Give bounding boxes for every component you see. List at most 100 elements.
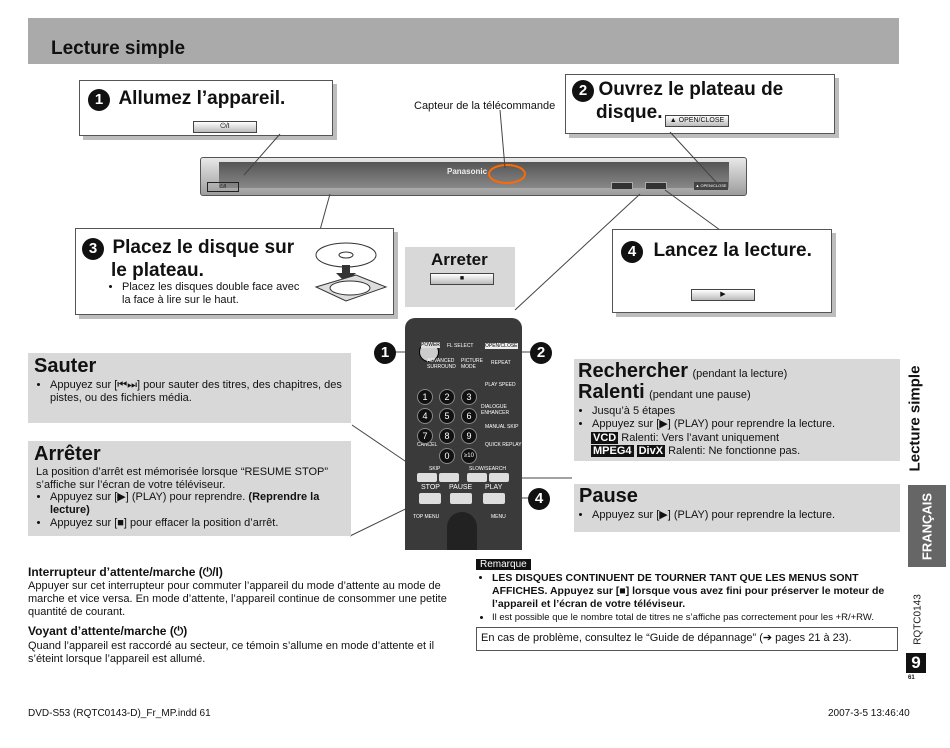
remote-label-quick-replay: QUICK REPLAY <box>485 442 522 448</box>
step2-title-line1: Ouvrez le plateau de <box>598 79 784 100</box>
sensor-label: Capteur de la télécommande <box>414 100 556 112</box>
remote-label-play: PLAY <box>485 484 503 491</box>
disc-tray-icon <box>314 242 388 302</box>
slow-rev-key <box>467 473 487 482</box>
remote-callout-1: 1 <box>374 342 396 364</box>
key-7: 7 <box>417 428 433 444</box>
vcd-text: Ralenti: Vers l’avant uniquement <box>621 432 780 444</box>
dvd-player: Panasonic ⏻/I ▲ OPEN/CLOSE <box>200 157 747 196</box>
power-switch: ⏻/I <box>207 182 239 192</box>
key-3: 3 <box>461 389 477 405</box>
remote-callout-2: 2 <box>530 342 552 364</box>
key-8: 8 <box>439 428 455 444</box>
step-number-1: 1 <box>88 88 110 111</box>
stop-key <box>419 493 441 504</box>
pause-key <box>450 493 472 504</box>
sauter-bullet: Appuyez sur [⏮⏭] pour sauter des titres,… <box>50 379 348 405</box>
step1-title: Allumez l’appareil. <box>118 88 286 109</box>
remote-label-cancel: CANCEL <box>417 442 438 448</box>
remote-label-top-menu: TOP MENU <box>413 514 440 520</box>
mpeg4-badge: MPEG4 <box>591 445 634 457</box>
open-close-button-illustration: ▲ OPEN/CLOSE <box>665 115 729 127</box>
footer-left: DVD-S53 (RQTC0143-D)_Fr_MP.indd 61 <box>28 708 211 719</box>
rechercher-title: Rechercher <box>578 360 689 382</box>
remote-label-stop: STOP <box>421 484 440 491</box>
ralenti-note: (pendant une pause) <box>649 389 751 401</box>
divx-badge: DivX <box>636 445 666 457</box>
step-number-3: 3 <box>82 237 104 260</box>
front-open-close-button: ▲ OPEN/CLOSE <box>694 182 728 190</box>
remote-label-menu: MENU <box>491 514 506 520</box>
remote-callout-4: 4 <box>528 488 550 510</box>
step3-title-line2: le plateau. <box>111 260 204 281</box>
remote-label-slow: SLOW/SEARCH <box>469 466 506 472</box>
remote-label-manual-skip: MANUAL SKIP <box>485 424 519 430</box>
nav-pad <box>447 512 477 550</box>
sauter-panel: Sauter Appuyez sur [⏮⏭] pour sauter des … <box>28 353 351 423</box>
arreter-panel: Arrêter La position d’arrêt est mémorisé… <box>28 441 351 536</box>
remote-label-picture-mode: PICTURE MODE <box>461 358 483 370</box>
page-title: Lecture simple <box>51 38 186 59</box>
remote-label-fl-select: FL SELECT <box>447 343 474 349</box>
display-window <box>219 162 729 188</box>
arreter-bullet1: Appuyez sur [▶] (PLAY) pour reprendre. <box>50 491 246 503</box>
step2-title-line2: disque. <box>596 102 663 123</box>
language-tab: FRANÇAIS <box>908 485 946 567</box>
key-4: 4 <box>417 408 433 424</box>
page-number-small: 61 <box>908 675 915 681</box>
play-button-illustration: ▶ <box>691 289 755 301</box>
arreter-text: La position d’arrêt est mémorisée lorsqu… <box>36 466 329 491</box>
key-2: 2 <box>439 389 455 405</box>
key-6: 6 <box>461 408 477 424</box>
voyant-text: Quand l’appareil est raccordé au secteur… <box>28 640 435 665</box>
remote-label-pause: PAUSE <box>449 484 473 491</box>
trouble-box: En cas de problème, consultez le “Guide … <box>476 627 898 651</box>
trouble-text: En cas de problème, consultez le “Guide … <box>481 632 852 644</box>
step2-box: 2 Ouvrez le plateau de disque. ▲ OPEN/CL… <box>565 74 835 134</box>
key-5: 5 <box>439 408 455 424</box>
footer-right: 2007-3-5 13:46:40 <box>828 708 910 719</box>
arreter-top-panel: Arreter ■ <box>405 247 515 307</box>
interrupteur-title: Interrupteur d’attente/marche (⏻/I) <box>28 565 223 579</box>
section-header: Lecture simple <box>28 18 899 64</box>
step3-bullet: Placez les disques double face avec la f… <box>122 281 306 307</box>
play-key <box>483 493 505 504</box>
arreter-title: Arrêter <box>34 443 101 465</box>
language-label: FRANÇAIS <box>919 492 935 561</box>
arreter-bullet2: Appuyez sur [■] pour effacer la position… <box>50 517 349 530</box>
skip-prev-key <box>417 473 437 482</box>
slow-fwd-key <box>489 473 509 482</box>
rechercher-note: (pendant la lecture) <box>692 368 788 380</box>
pause-bullet: Appuyez sur [▶] (PLAY) pour reprendre la… <box>592 509 896 522</box>
ralenti-title: Ralenti <box>578 381 645 403</box>
step3-title-line1: Placez le disque sur <box>112 237 295 258</box>
front-play-button <box>645 182 667 190</box>
skip-next-key <box>439 473 459 482</box>
remote-label-skip: SKIP <box>429 466 441 472</box>
rechercher-panel: Rechercher (pendant la lecture) Ralenti … <box>574 359 900 461</box>
interrupteur-text: Appuyer sur cet interrupteur pour commut… <box>28 580 447 618</box>
mpeg-text: Ralenti: Ne fonctionne pas. <box>668 445 801 457</box>
step4-box: 4 Lancez la lecture. ▶ <box>612 229 832 313</box>
remote-label-repeat: REPEAT <box>491 360 511 366</box>
rechercher-bullet1: Jusqu’à 5 étapes <box>592 405 896 418</box>
step-number-4: 4 <box>621 240 643 263</box>
pause-title: Pause <box>579 485 638 507</box>
power-button-illustration: ⏻/I <box>193 121 257 133</box>
step4-title: Lancez la lecture. <box>653 240 812 261</box>
page-number: 9 <box>906 653 926 673</box>
remote-label-open-close: OPEN/CLOSE <box>485 343 518 349</box>
arreter-bullet1-bold: (Reprendre la lecture) <box>50 491 320 516</box>
step-number-2: 2 <box>572 79 594 102</box>
remote-control: POWER FL SELECT OPEN/CLOSE ADVANCED SURR… <box>405 318 522 550</box>
key-0: 0 <box>439 448 455 464</box>
rechercher-bullet2: Appuyez sur [▶] (PLAY) pour reprendre la… <box>592 418 896 431</box>
sauter-title: Sauter <box>34 355 97 377</box>
remote-label-dialogue: DIALOGUE ENHANCER <box>481 404 510 416</box>
remarque-bullet1: LES DISQUES CONTINUENT DE TOURNER TANT Q… <box>492 572 896 611</box>
remote-label-play-speed: PLAY SPEED <box>485 382 516 388</box>
remarque-bullet2: Il est possible que le nombre total de t… <box>492 611 896 624</box>
sidebar-section: Lecture simple <box>906 365 924 472</box>
doc-code: RQTC0143 <box>912 594 924 645</box>
vcd-badge: VCD <box>591 432 619 444</box>
